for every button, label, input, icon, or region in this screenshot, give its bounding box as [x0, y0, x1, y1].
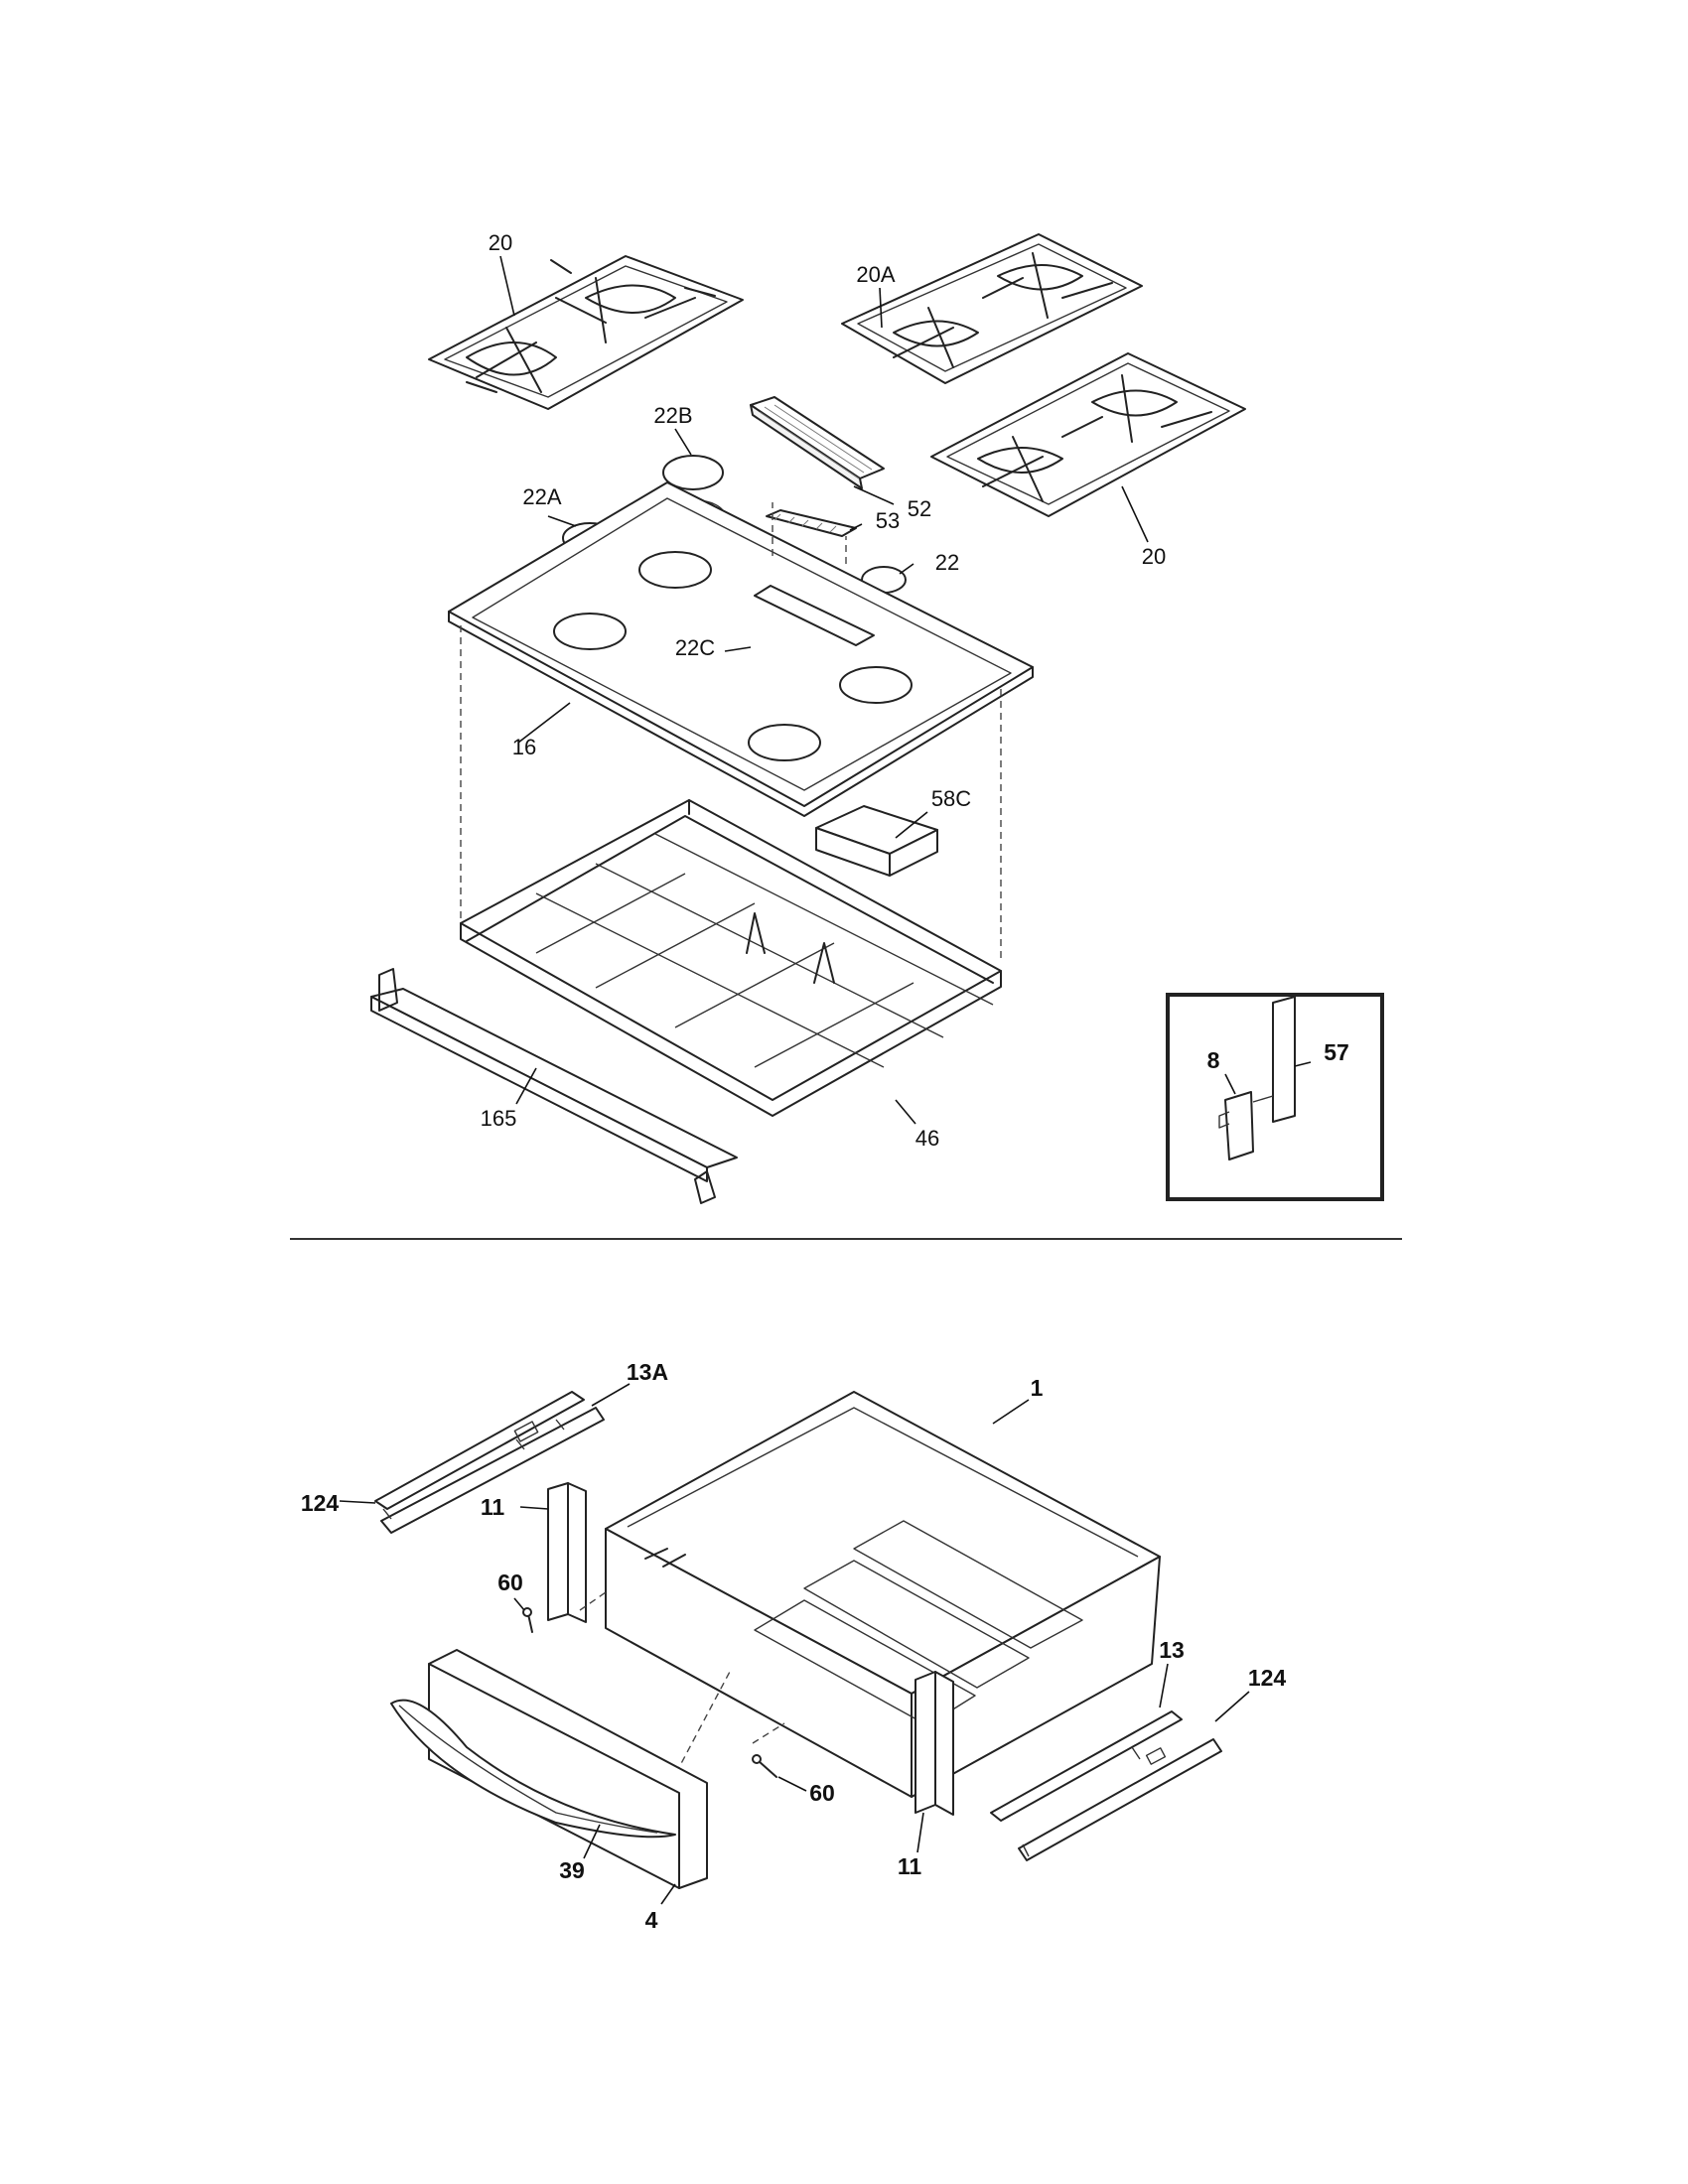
label-22b: 22B — [653, 403, 692, 428]
label-13: 13 — [1159, 1637, 1185, 1663]
label-165: 165 — [481, 1106, 517, 1131]
label-16: 16 — [512, 735, 536, 759]
label-124-left: 124 — [301, 1490, 340, 1516]
grate-right-bottom — [930, 352, 1246, 517]
label-22c: 22C — [675, 635, 715, 660]
label-58c: 58C — [931, 786, 971, 811]
label-8: 8 — [1207, 1047, 1220, 1073]
upper-cooktop-diagram: 20 20A 20 22B 22A 22 22C 52 53 16 58C 16… — [370, 230, 1384, 1204]
label-11-left: 11 — [481, 1494, 505, 1520]
inset-detail-box — [1166, 993, 1384, 1201]
grate-left — [428, 255, 744, 410]
rail-165 — [370, 968, 738, 1204]
handle-39 — [390, 1699, 676, 1839]
label-60-bottom: 60 — [809, 1780, 835, 1806]
slide-13-right — [990, 1710, 1222, 1861]
lower-drawer-diagram: 13A 1 124 11 60 13 124 60 11 39 4 — [301, 1359, 1287, 1933]
label-39: 39 — [559, 1857, 585, 1883]
box-58c — [815, 805, 938, 877]
alignment-lines-upper — [460, 502, 1002, 963]
label-11-right: 11 — [898, 1853, 922, 1879]
label-20a: 20A — [856, 262, 895, 287]
slide-13a-left — [374, 1391, 605, 1534]
label-53: 53 — [876, 508, 900, 533]
label-22a: 22A — [522, 484, 561, 509]
label-1: 1 — [1031, 1375, 1044, 1401]
lower-leader-lines — [339, 1383, 1250, 1905]
frame-46 — [460, 799, 1002, 1117]
label-124-right: 124 — [1248, 1665, 1287, 1691]
label-52: 52 — [908, 496, 931, 521]
upper-leader-lines — [499, 255, 1312, 1125]
grate-right-top — [841, 233, 1143, 384]
drawer-body-1 — [605, 1391, 1161, 1798]
label-20-left: 20 — [489, 230, 512, 255]
label-57: 57 — [1324, 1039, 1349, 1065]
label-20-right: 20 — [1142, 544, 1166, 569]
griddle-cover-52 — [750, 396, 885, 489]
screw-60-bottom — [752, 1754, 777, 1778]
label-4: 4 — [645, 1907, 658, 1933]
label-46: 46 — [915, 1126, 939, 1151]
label-22: 22 — [935, 550, 959, 575]
bracket-11-right — [914, 1671, 954, 1816]
screw-60-top — [522, 1607, 533, 1633]
bracket-11-left — [547, 1482, 587, 1623]
burner-cap-22b — [662, 455, 724, 490]
cooktop-16 — [448, 481, 1034, 817]
part-8-module — [1224, 1091, 1254, 1160]
vent-53 — [766, 509, 857, 537]
label-13a: 13A — [627, 1359, 668, 1385]
label-60-top: 60 — [497, 1570, 523, 1595]
part-57-plate — [1272, 996, 1296, 1123]
